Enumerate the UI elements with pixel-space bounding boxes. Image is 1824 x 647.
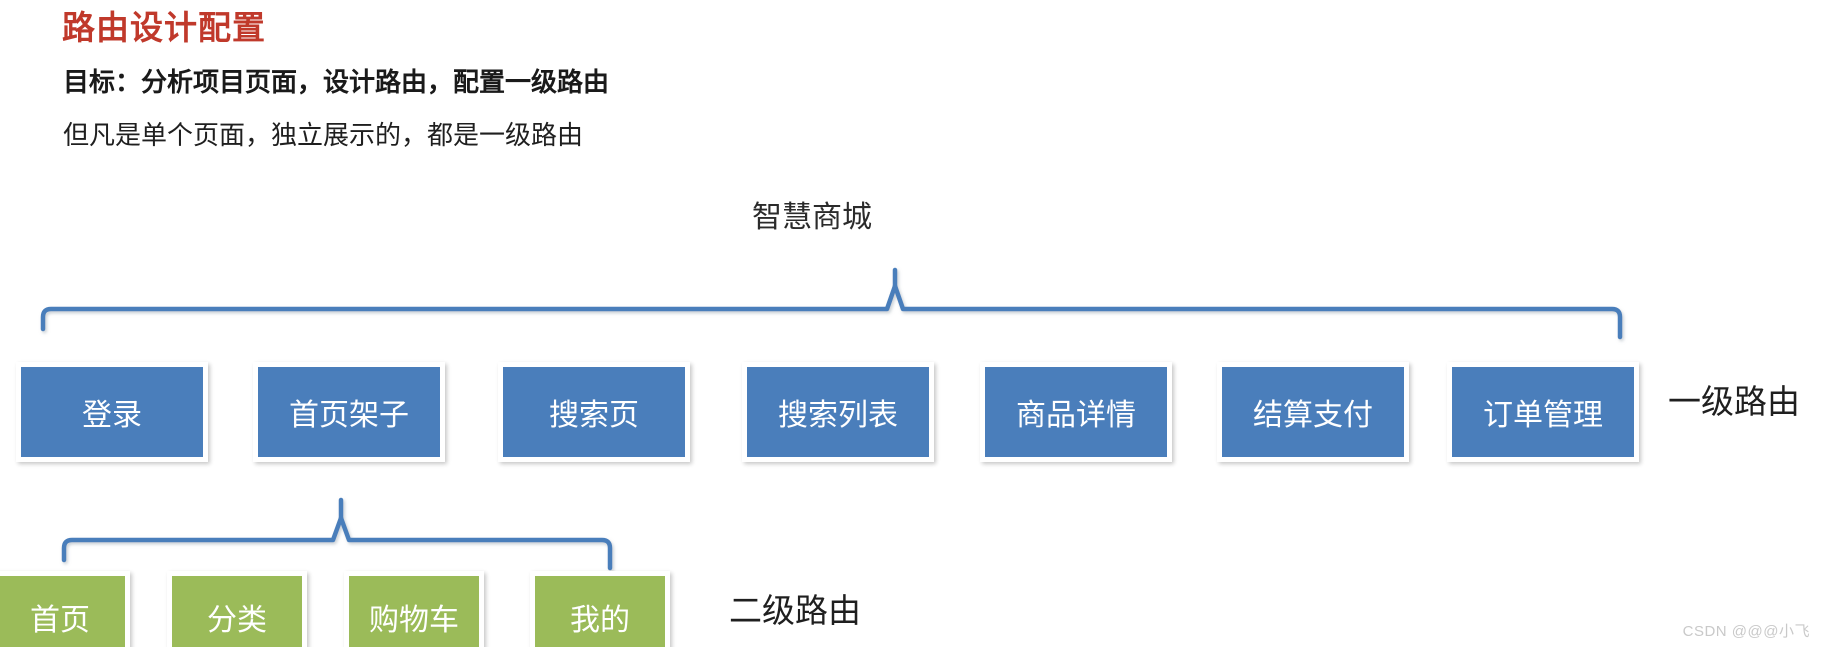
node-label: 商品详情 (1016, 399, 1136, 432)
node-login[interactable]: 登录 (16, 362, 208, 462)
level2-node-row: 首页 分类 购物车 我的 (0, 571, 1824, 647)
level1-bracket (40, 267, 1623, 340)
root-node-label: 智慧商城 (752, 201, 872, 234)
level2-bracket (61, 497, 613, 571)
node-mine[interactable]: 我的 (530, 571, 670, 647)
node-label: 首页架子 (289, 399, 409, 432)
node-home-shell[interactable]: 首页架子 (253, 362, 445, 462)
goal-text: 目标：分析项目页面，设计路由，配置一级路由 (63, 67, 610, 97)
node-search-list[interactable]: 搜索列表 (742, 362, 934, 462)
node-label: 购物车 (369, 604, 459, 637)
node-home[interactable]: 首页 (0, 571, 130, 647)
node-label: 结算支付 (1253, 399, 1373, 432)
page-title: 路由设计配置 (62, 9, 266, 46)
node-label: 我的 (570, 604, 630, 637)
level2-side-label: 二级路由 (729, 592, 861, 629)
node-order-manage[interactable]: 订单管理 (1447, 362, 1639, 462)
node-search-page[interactable]: 搜索页 (498, 362, 690, 462)
node-label: 登录 (82, 399, 142, 432)
node-checkout-pay[interactable]: 结算支付 (1217, 362, 1409, 462)
node-label: 搜索列表 (778, 399, 898, 432)
watermark-text: CSDN @@@小飞 (1682, 623, 1810, 640)
level1-node-row: 登录 首页架子 搜索页 搜索列表 商品详情 结算支付 订单管理 (0, 362, 1824, 462)
node-label: 订单管理 (1483, 399, 1603, 432)
node-label: 搜索页 (549, 399, 639, 432)
note-text: 但凡是单个页面，独立展示的，都是一级路由 (63, 120, 584, 150)
node-cart[interactable]: 购物车 (344, 571, 484, 647)
node-label: 首页 (30, 604, 90, 637)
node-category[interactable]: 分类 (167, 571, 307, 647)
node-label: 分类 (207, 604, 267, 637)
node-product-detail[interactable]: 商品详情 (980, 362, 1172, 462)
level1-side-label: 一级路由 (1668, 383, 1800, 420)
